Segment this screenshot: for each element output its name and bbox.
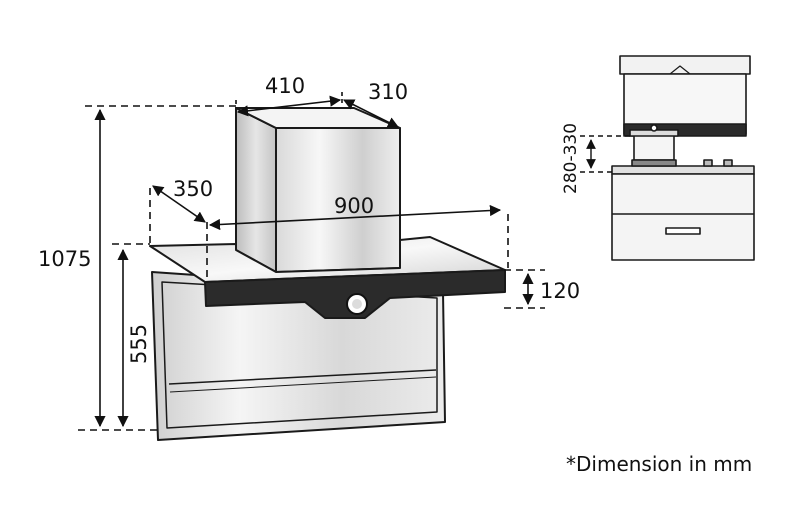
dim-canopy-depth: 350 — [173, 177, 213, 201]
dim-chimney-width: 410 — [265, 74, 305, 98]
dim-installation-height: 280-330 — [561, 123, 581, 194]
dimension-lines — [78, 92, 545, 431]
dim-total-height: 1075 — [38, 247, 91, 271]
inset-pot — [633, 133, 675, 161]
inset-cooktop — [611, 165, 755, 175]
dim-canopy-thickness: 120 — [540, 279, 580, 303]
dim-canopy-width: 900 — [334, 194, 374, 218]
hood-main-illustration — [149, 107, 506, 441]
inset-hood-top — [619, 55, 751, 75]
inset-cabinet — [611, 173, 755, 261]
inset-dimension-lines — [580, 135, 634, 173]
dim-chimney-depth: 310 — [368, 80, 408, 104]
chimney-side — [235, 107, 277, 273]
dim-body-height: 555 — [127, 324, 151, 364]
units-note: *Dimension in mm — [566, 452, 753, 476]
installation-inset — [611, 55, 755, 261]
